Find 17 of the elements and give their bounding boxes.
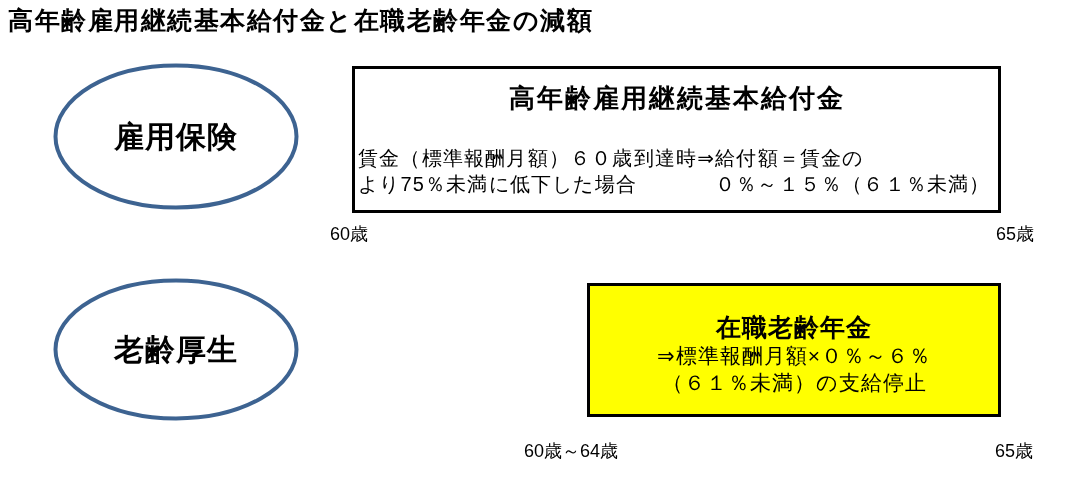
box-title: 高年齢雇用継続基本給付金: [508, 83, 845, 115]
ellipse-label: 老齢厚生: [114, 331, 238, 368]
diagram-title: 高年齢雇用継続基本給付金と在職老齢年金の減額: [8, 5, 593, 35]
pension-box: [587, 283, 1001, 417]
ellipse-label: 雇用保険: [114, 118, 238, 155]
age-label: 65歳: [996, 224, 1035, 246]
category-ellipse: [53, 63, 299, 210]
box-text: ⇒標準報酬月額×０％～６％（６１％未満）の支給停止: [656, 342, 932, 396]
age-label: 60歳: [330, 224, 369, 246]
box-text: 賃金（標準報酬月額）６０歳到達時⇒給付額＝賃金の: [358, 146, 864, 170]
benefit-box: [352, 66, 1001, 213]
box-text: ０％～１５％（６１％未満）: [715, 172, 991, 196]
age-label: 60歳～64歳: [524, 441, 619, 463]
age-label: 65歳: [995, 441, 1034, 463]
category-ellipse: [53, 278, 299, 421]
box-text: より75％未満に低下した場合: [358, 172, 638, 196]
box-title: 在職老齢年金: [716, 311, 872, 342]
